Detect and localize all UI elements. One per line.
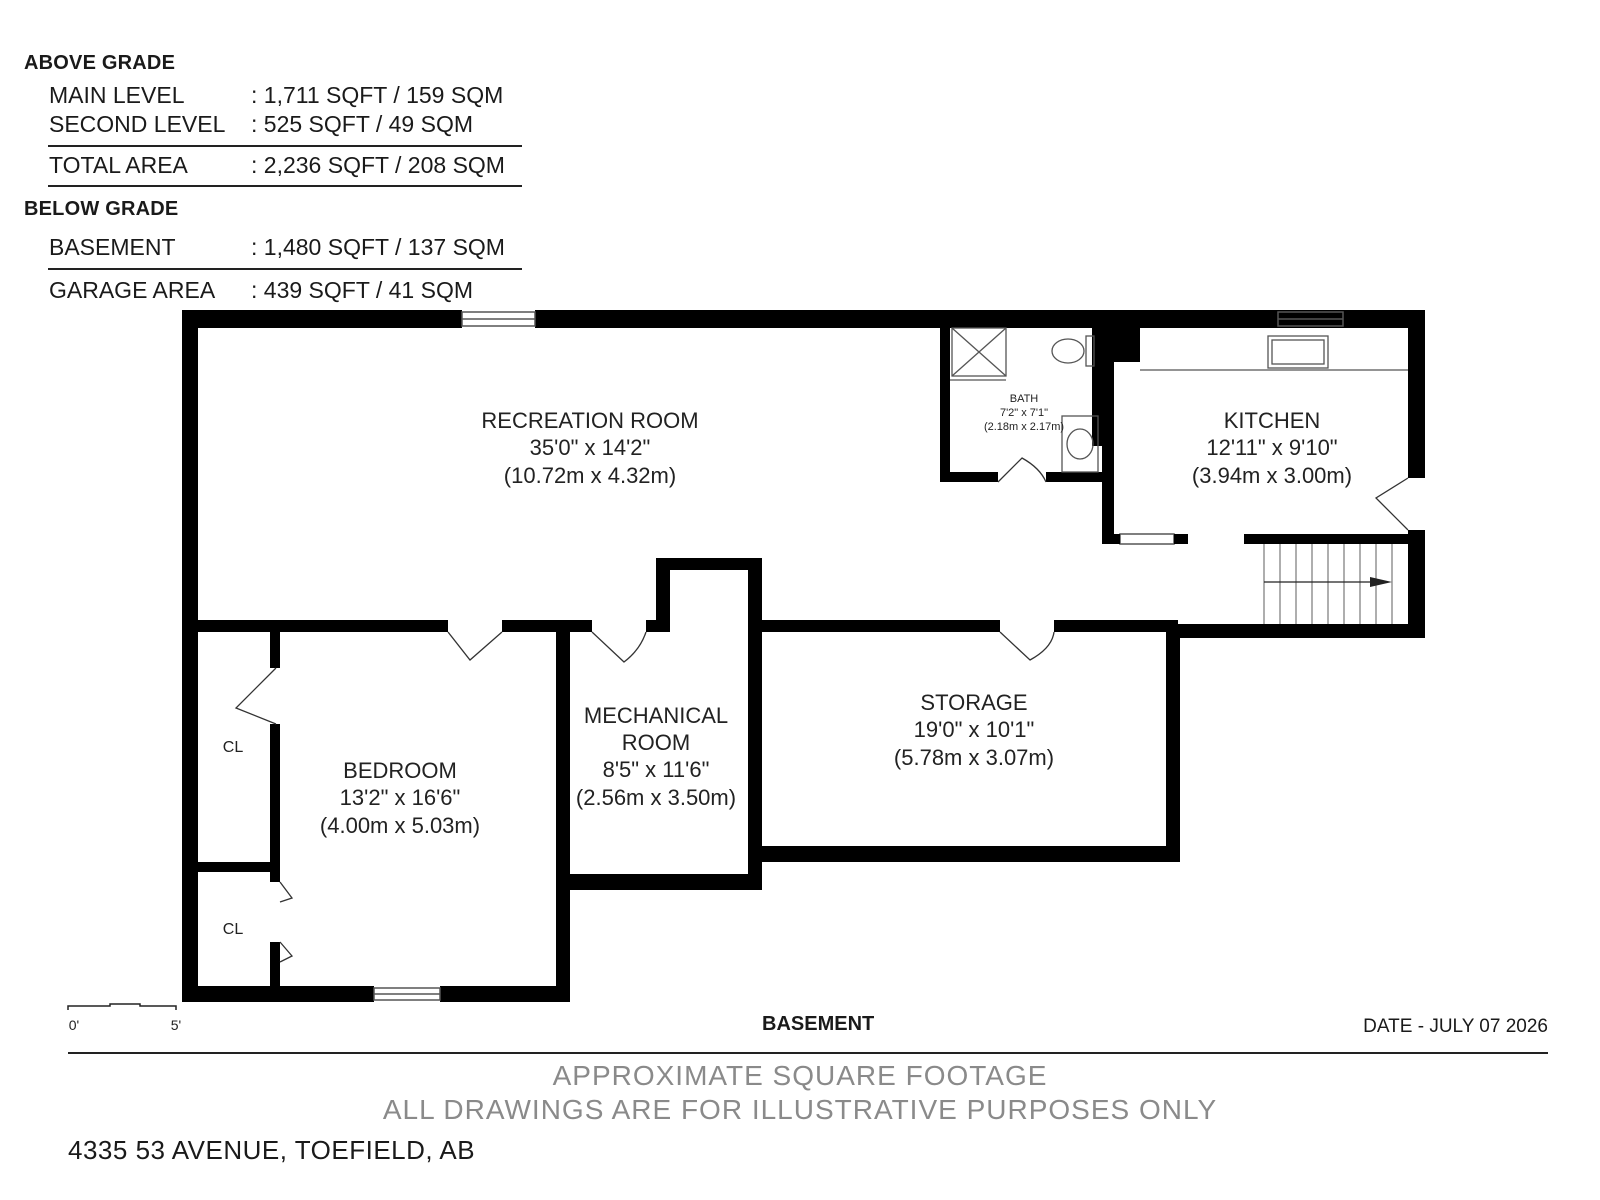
recreation-room-imperial: 35'0" x 14'2" — [530, 435, 651, 460]
divider-rule — [48, 185, 522, 187]
second-level-label: SECOND LEVEL — [49, 111, 226, 137]
main-level-label: MAIN LEVEL — [49, 82, 185, 108]
basement-area-label: BASEMENT — [49, 234, 176, 260]
bedroom-metric: (4.00m x 5.03m) — [320, 813, 480, 838]
room-labels: RECREATION ROOM 35'0" x 14'2" (10.72m x … — [223, 393, 1352, 938]
kitchen-name: KITCHEN — [1224, 408, 1321, 433]
second-level-value: : 525 SQFT / 49 SQM — [251, 111, 473, 137]
bedroom-name: BEDROOM — [343, 758, 457, 783]
kitchen-imperial: 12'11" x 9'10" — [1206, 435, 1337, 460]
exterior-walls — [182, 310, 1425, 1002]
scale-end-label: 5' — [171, 1017, 181, 1033]
kitchen-metric: (3.94m x 3.00m) — [1192, 463, 1352, 488]
mechanical-room-name-line1: MECHANICAL — [584, 703, 728, 728]
divider-rule — [48, 145, 522, 147]
date-label: DATE - JULY 07 2026 — [1363, 1016, 1548, 1037]
property-address: 4335 53 AVENUE, TOEFIELD, AB — [68, 1135, 476, 1165]
total-area-label: TOTAL AREA — [49, 152, 188, 178]
bath-imperial: 7'2" x 7'1" — [1000, 407, 1048, 419]
bedroom-imperial: 13'2" x 16'6" — [340, 785, 461, 810]
mechanical-room-name-line2: ROOM — [622, 730, 690, 755]
window-marks — [373, 311, 1344, 1001]
door-swings — [234, 457, 1409, 963]
disclaimer-line2: ALL DRAWINGS ARE FOR ILLUSTRATIVE PURPOS… — [382, 1094, 1218, 1125]
footer-rule — [68, 1052, 1548, 1054]
storage-imperial: 19'0" x 10'1" — [914, 717, 1035, 742]
recreation-room-name: RECREATION ROOM — [481, 408, 698, 433]
bath-metric: (2.18m x 2.17m) — [984, 421, 1064, 433]
bath-name: BATH — [1010, 393, 1039, 405]
scale-bar: 0' 5' — [67, 1003, 181, 1033]
storage-name: STORAGE — [920, 690, 1027, 715]
disclaimer-line1: APPROXIMATE SQUARE FOOTAGE — [552, 1060, 1048, 1091]
mechanical-room-metric: (2.56m x 3.50m) — [576, 785, 736, 810]
main-level-value: : 1,711 SQFT / 159 SQM — [251, 82, 504, 108]
mechanical-room-imperial: 8'5" x 11'6" — [603, 757, 710, 782]
total-area-value: : 2,236 SQFT / 208 SQM — [251, 152, 505, 178]
storage-metric: (5.78m x 3.07m) — [894, 745, 1054, 770]
basement-area-value: : 1,480 SQFT / 137 SQM — [251, 234, 505, 260]
fixtures — [950, 327, 1408, 473]
closet-lower-label: CL — [223, 921, 244, 938]
garage-area-label: GARAGE AREA — [49, 277, 216, 303]
below-grade-heading: BELOW GRADE — [24, 198, 179, 220]
floor-label: BASEMENT — [762, 1013, 875, 1035]
garage-area-value: : 439 SQFT / 41 SQM — [251, 277, 473, 303]
recreation-room-metric: (10.72m x 4.32m) — [504, 463, 676, 488]
stairs — [1263, 544, 1393, 624]
interior-walls — [182, 326, 1412, 1002]
closet-upper-label: CL — [223, 739, 244, 756]
divider-rule — [48, 268, 522, 270]
scale-start-label: 0' — [69, 1017, 79, 1033]
above-grade-heading: ABOVE GRADE — [24, 52, 176, 74]
